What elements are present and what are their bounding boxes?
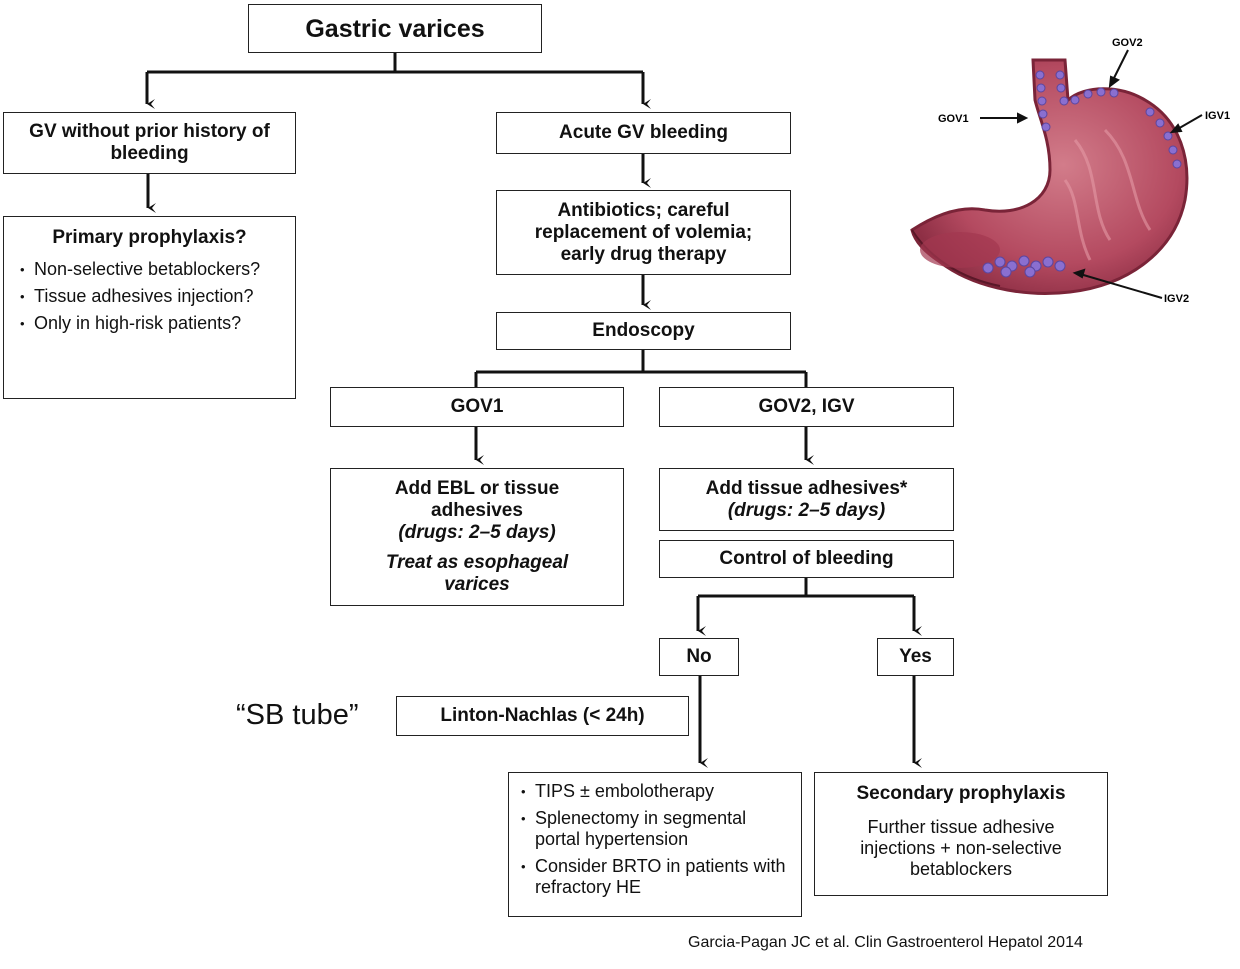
gov1-treatment-text: Add EBL or tissue adhesives	[394, 478, 560, 521]
list-item: TIPS ± embolotherapy	[519, 781, 791, 802]
gov1-box: GOV1	[330, 387, 624, 427]
primary-prophylaxis-box: Primary prophylaxis? Non-selective betab…	[3, 216, 296, 399]
no-box: No	[659, 638, 739, 676]
stomach-body	[910, 58, 1189, 295]
gov1-note-text: Treat as esophageal varices	[385, 552, 569, 595]
secondary-prophylaxis-text: Further tissue adhesive injections + non…	[860, 817, 1062, 879]
gov1-text: GOV1	[450, 396, 504, 417]
antibiotics-box: Antibiotics; careful replacement of vole…	[496, 190, 791, 275]
acute-gv-bleeding-text: Acute GV bleeding	[559, 122, 728, 143]
list-item: Tissue adhesives injection?	[18, 286, 260, 307]
gv-no-history-text: GV without prior history of bleeding	[29, 121, 270, 164]
yes-text: Yes	[899, 646, 932, 667]
title-text: Gastric varices	[305, 14, 485, 43]
gov2-igv-box: GOV2, IGV	[659, 387, 954, 427]
linton-nachlas-box: Linton-Nachlas (< 24h)	[396, 696, 689, 736]
label-gov1: GOV1	[938, 113, 969, 125]
no-options-box: TIPS ± embolotherapy Splenectomy in segm…	[508, 772, 802, 917]
gov2-igv-text: GOV2, IGV	[758, 396, 855, 417]
sb-tube-label: “SB tube”	[236, 699, 359, 731]
antibiotics-text: Antibiotics; careful replacement of vole…	[534, 199, 753, 265]
secondary-prophylaxis-box: Secondary prophylaxis Further tissue adh…	[814, 772, 1108, 896]
list-item: Non-selective betablockers?	[18, 259, 260, 280]
linton-nachlas-text: Linton-Nachlas (< 24h)	[440, 705, 645, 726]
control-of-bleeding-text: Control of bleeding	[719, 548, 894, 569]
label-igv2: IGV2	[1164, 293, 1189, 305]
primary-prophylaxis-title: Primary prophylaxis?	[52, 227, 247, 248]
gov1-treatment-box: Add EBL or tissue adhesives (drugs: 2–5 …	[330, 468, 624, 606]
label-igv1: IGV1	[1205, 110, 1230, 122]
endoscopy-box: Endoscopy	[496, 312, 791, 350]
gov2-drugs-text: (drugs: 2–5 days)	[727, 499, 886, 521]
gov2-treatment-text: Add tissue adhesives*	[705, 477, 908, 499]
label-gov2: GOV2	[1112, 37, 1143, 49]
list-item: Only in high-risk patients?	[18, 313, 260, 334]
list-item: Splenectomy in segmental portal hyperten…	[519, 808, 791, 850]
primary-prophylaxis-list: Non-selective betablockers? Tissue adhes…	[18, 259, 260, 340]
no-options-list: TIPS ± embolotherapy Splenectomy in segm…	[519, 781, 791, 904]
title-box: Gastric varices	[248, 4, 542, 53]
secondary-prophylaxis-title: Secondary prophylaxis	[856, 783, 1066, 804]
control-of-bleeding-box: Control of bleeding	[659, 540, 954, 578]
stomach-illustration: GOV1 GOV2 IGV1 IGV2	[910, 37, 1230, 305]
gov1-drugs-text: (drugs: 2–5 days)	[398, 522, 556, 543]
no-text: No	[686, 646, 712, 667]
yes-box: Yes	[877, 638, 954, 676]
varices	[982, 70, 1182, 278]
gv-no-history-box: GV without prior history of bleeding	[3, 112, 296, 174]
list-item: Consider BRTO in patients with refractor…	[519, 856, 791, 898]
acute-gv-bleeding-box: Acute GV bleeding	[496, 112, 791, 154]
citation: Garcia-Pagan JC et al. Clin Gastroentero…	[688, 934, 1083, 951]
endoscopy-text: Endoscopy	[592, 320, 695, 341]
label-arrows	[980, 49, 1203, 299]
gov2-treatment-box: Add tissue adhesives* (drugs: 2–5 days)	[659, 468, 954, 531]
